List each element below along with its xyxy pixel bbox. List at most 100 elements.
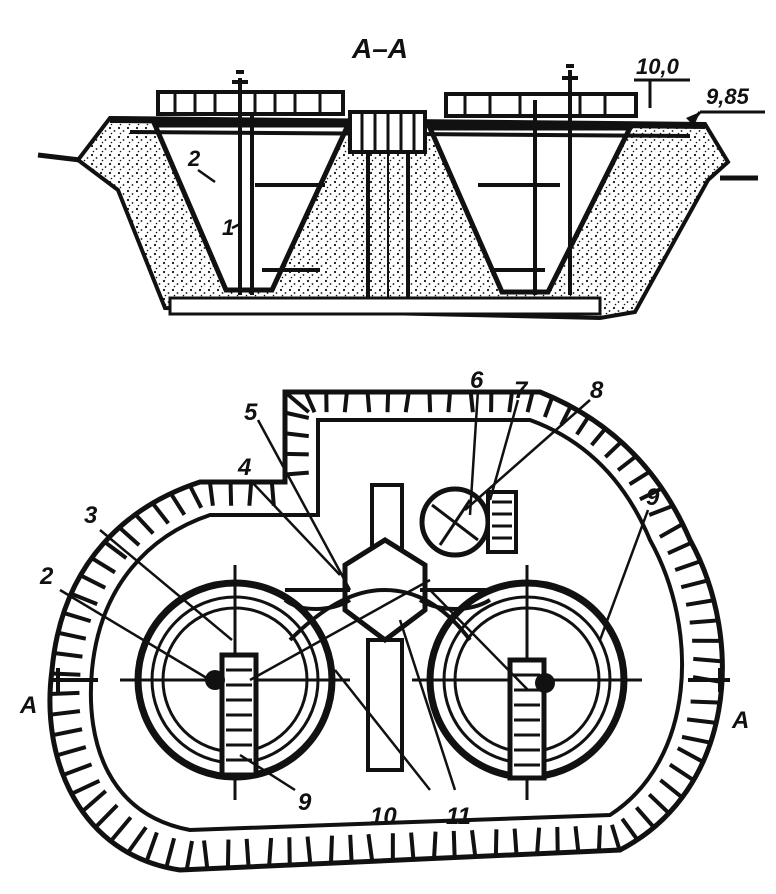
elevation-top: 10,0 [636, 54, 680, 79]
hatch-tick [575, 415, 591, 436]
section-title: A–A [351, 33, 408, 64]
hatch-tick [668, 762, 695, 782]
cut-label-left: A [19, 692, 37, 719]
hatch-tick [269, 481, 276, 506]
hatch-tick [225, 839, 231, 868]
hatch-tick [49, 690, 80, 697]
hatch-tick [144, 831, 159, 862]
hatch-tick [403, 391, 411, 413]
hatch-tick [202, 840, 210, 869]
elevation-ground-arrow [686, 112, 700, 126]
right-cone [426, 125, 635, 295]
deck-railings [173, 92, 607, 116]
hatch-tick [628, 470, 651, 486]
hatch-tick [686, 717, 717, 725]
hatch-tick [184, 840, 194, 871]
hatch-tick [62, 762, 93, 777]
hatch-tick [267, 837, 274, 867]
hatch-tick [469, 829, 478, 857]
hatch-tick [244, 838, 251, 868]
hatch-tick [590, 427, 607, 447]
embankment-hatch [49, 390, 723, 871]
hatch-tick [676, 746, 704, 764]
hatch-tick [81, 789, 108, 813]
hatch-tick [432, 831, 438, 859]
section-view: A–A [37, 33, 765, 321]
hatch-tick [169, 492, 187, 516]
plan-label-9-top: 9 [646, 484, 660, 511]
hatch-tick [133, 513, 155, 535]
section-label-2-leader [197, 168, 216, 184]
elevation-top-leader [634, 78, 690, 108]
plan-label-3: 3 [84, 502, 98, 529]
cut-label-right: A [731, 707, 749, 734]
left-deck [156, 90, 345, 116]
hatch-tick [647, 793, 671, 815]
hatch-tick [51, 671, 81, 677]
cut-marker-left [52, 668, 98, 692]
hatch-tick [79, 573, 107, 590]
hatch-tick [284, 431, 310, 439]
hatch-tick [94, 803, 119, 829]
hatch-tick [681, 734, 711, 745]
cut-marker-right [688, 668, 730, 692]
right-tank [412, 565, 642, 800]
hatch-tick [366, 833, 375, 862]
hatch-tick [284, 470, 309, 477]
hatch-tick [493, 829, 499, 856]
hatch-tick [63, 611, 92, 624]
hatch-tick [693, 656, 723, 664]
hatch-tick [126, 826, 148, 854]
hatch-tick [512, 828, 519, 855]
hatch-tick [70, 779, 101, 796]
hatch-tick [667, 540, 693, 556]
hatch-tick [409, 832, 416, 860]
hatch-tick [674, 559, 702, 572]
right-deck [444, 92, 638, 118]
plan-label-4: 4 [237, 454, 251, 481]
hatch-tick [284, 451, 309, 457]
hatch-tick [90, 556, 117, 575]
hatch-tick [468, 391, 475, 413]
collecting-block-bars [360, 112, 416, 152]
plan-view: A A 2 3 4 5 6 7 8 9 9 10 11 [19, 367, 749, 873]
hatch-tick [348, 834, 354, 863]
hatch-tick [658, 522, 684, 539]
elevation-ground: 9,85 [706, 84, 750, 109]
right-pipes [478, 64, 578, 295]
section-label-1-leader [231, 222, 241, 230]
hatch-tick [603, 440, 623, 459]
plan-label-6: 6 [470, 367, 484, 394]
hatch-tick [648, 503, 674, 517]
small-tank [419, 486, 518, 558]
hatch-tick [70, 591, 98, 606]
hatch-tick [50, 709, 81, 717]
hatch-tick [188, 484, 204, 509]
plan-label-2: 2 [39, 563, 54, 590]
hatch-tick [109, 816, 133, 843]
hatch-tick [610, 824, 622, 851]
hatch-tick [427, 391, 433, 413]
plan-label-5: 5 [244, 399, 258, 426]
hatch-tick [207, 481, 215, 507]
hatch-tick [689, 618, 719, 625]
hatch-tick [328, 835, 334, 864]
left-tank [120, 565, 350, 800]
hatch-tick [52, 727, 83, 738]
hatch-tick [634, 806, 656, 829]
hatch-tick [659, 778, 684, 799]
plan-label-8: 8 [590, 377, 604, 404]
section-label-2: 2 [187, 146, 201, 171]
hatch-tick [620, 817, 640, 841]
hatch-tick [305, 836, 313, 865]
hatch-tick [118, 525, 141, 547]
bottom-pipe [168, 296, 602, 316]
hatch-tick [685, 598, 715, 607]
hatch-tick [283, 390, 311, 414]
hatch-tick [56, 745, 87, 758]
hatch-tick [525, 391, 535, 413]
section-label-1: 1 [222, 215, 234, 240]
hatch-tick [385, 391, 391, 413]
hatch-tick [596, 825, 602, 852]
